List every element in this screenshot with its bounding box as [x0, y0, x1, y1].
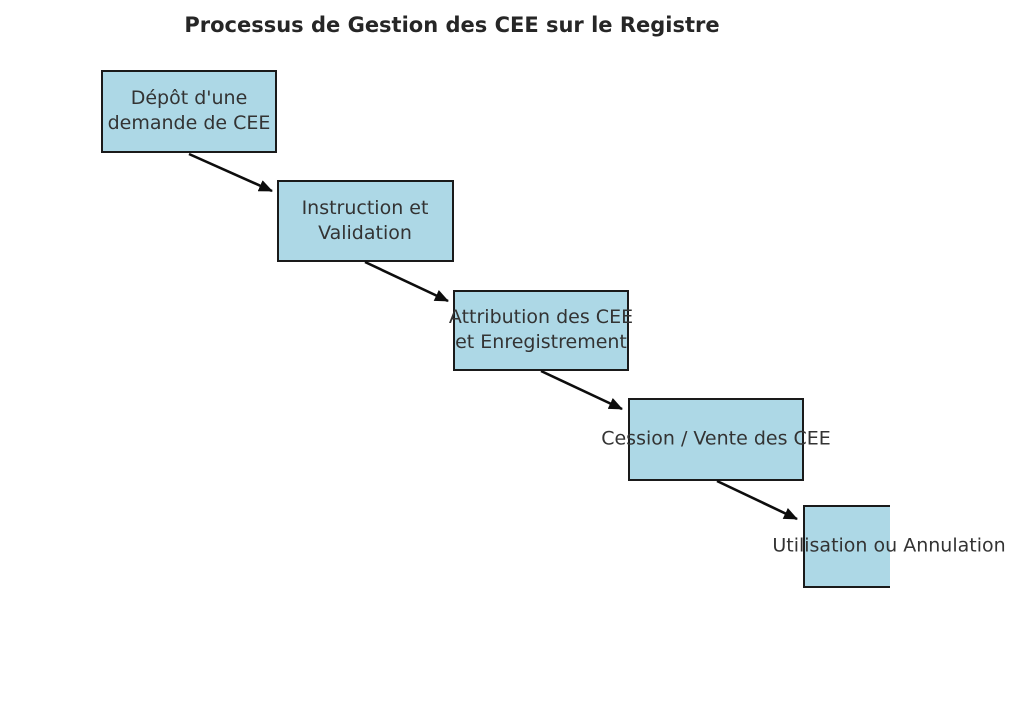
flow-arrow-2-3: [364, 260, 449, 303]
flow-arrow-3-4: [540, 369, 623, 411]
diagram-title: Processus de Gestion des CEE sur le Regi…: [184, 13, 720, 37]
step-label-2: Instruction et Validation: [301, 197, 429, 244]
step-box-5: [803, 505, 890, 588]
step-label-5: Utilisation ou Annulation: [772, 534, 1006, 557]
step-label-1: Dépôt d'une demande de CEE: [107, 87, 271, 134]
step-box-2: [277, 180, 454, 262]
step-label-3: Attribution des CEE et Enregistrement: [448, 306, 634, 353]
flow-arrow-1-2: [188, 152, 273, 193]
step-label-4: Cession / Vente des CEE: [601, 427, 831, 450]
step-box-1: [101, 70, 277, 153]
step-box-4: [628, 398, 804, 481]
flow-arrow-4-5: [716, 479, 798, 521]
